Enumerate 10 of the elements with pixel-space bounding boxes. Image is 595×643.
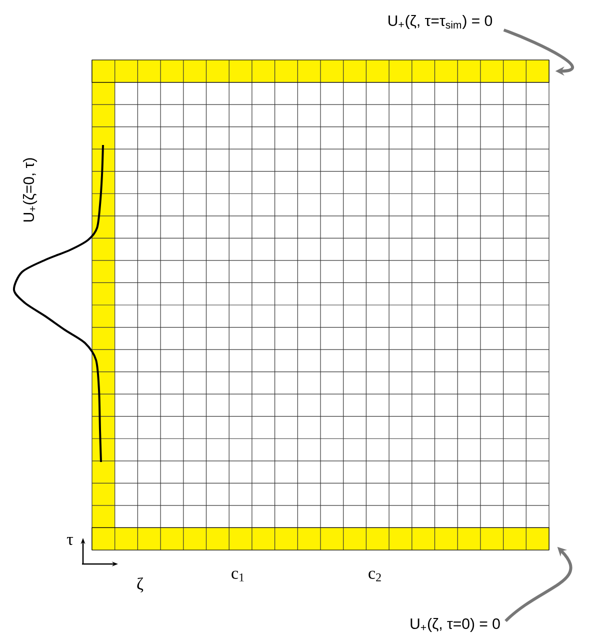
axis-label: τ: [66, 537, 74, 545]
boundary-row: [92, 60, 550, 83]
boundary-row: [92, 527, 550, 550]
boundary-condition-label: U$_{+}$(ζ, τ=τ$_{sim}$) = 0: [388, 15, 492, 29]
axis-label: U$_{+}$(ζ=0, τ): [23, 158, 37, 222]
position-label: c$_{1}$: [232, 570, 244, 582]
axis-label: ζ: [137, 578, 144, 592]
boundary-condition-label: U$_{+}$(ζ, τ=0) = 0: [410, 618, 500, 632]
position-label: c$_{2}$: [368, 570, 381, 582]
curved-arrow: [503, 28, 574, 76]
